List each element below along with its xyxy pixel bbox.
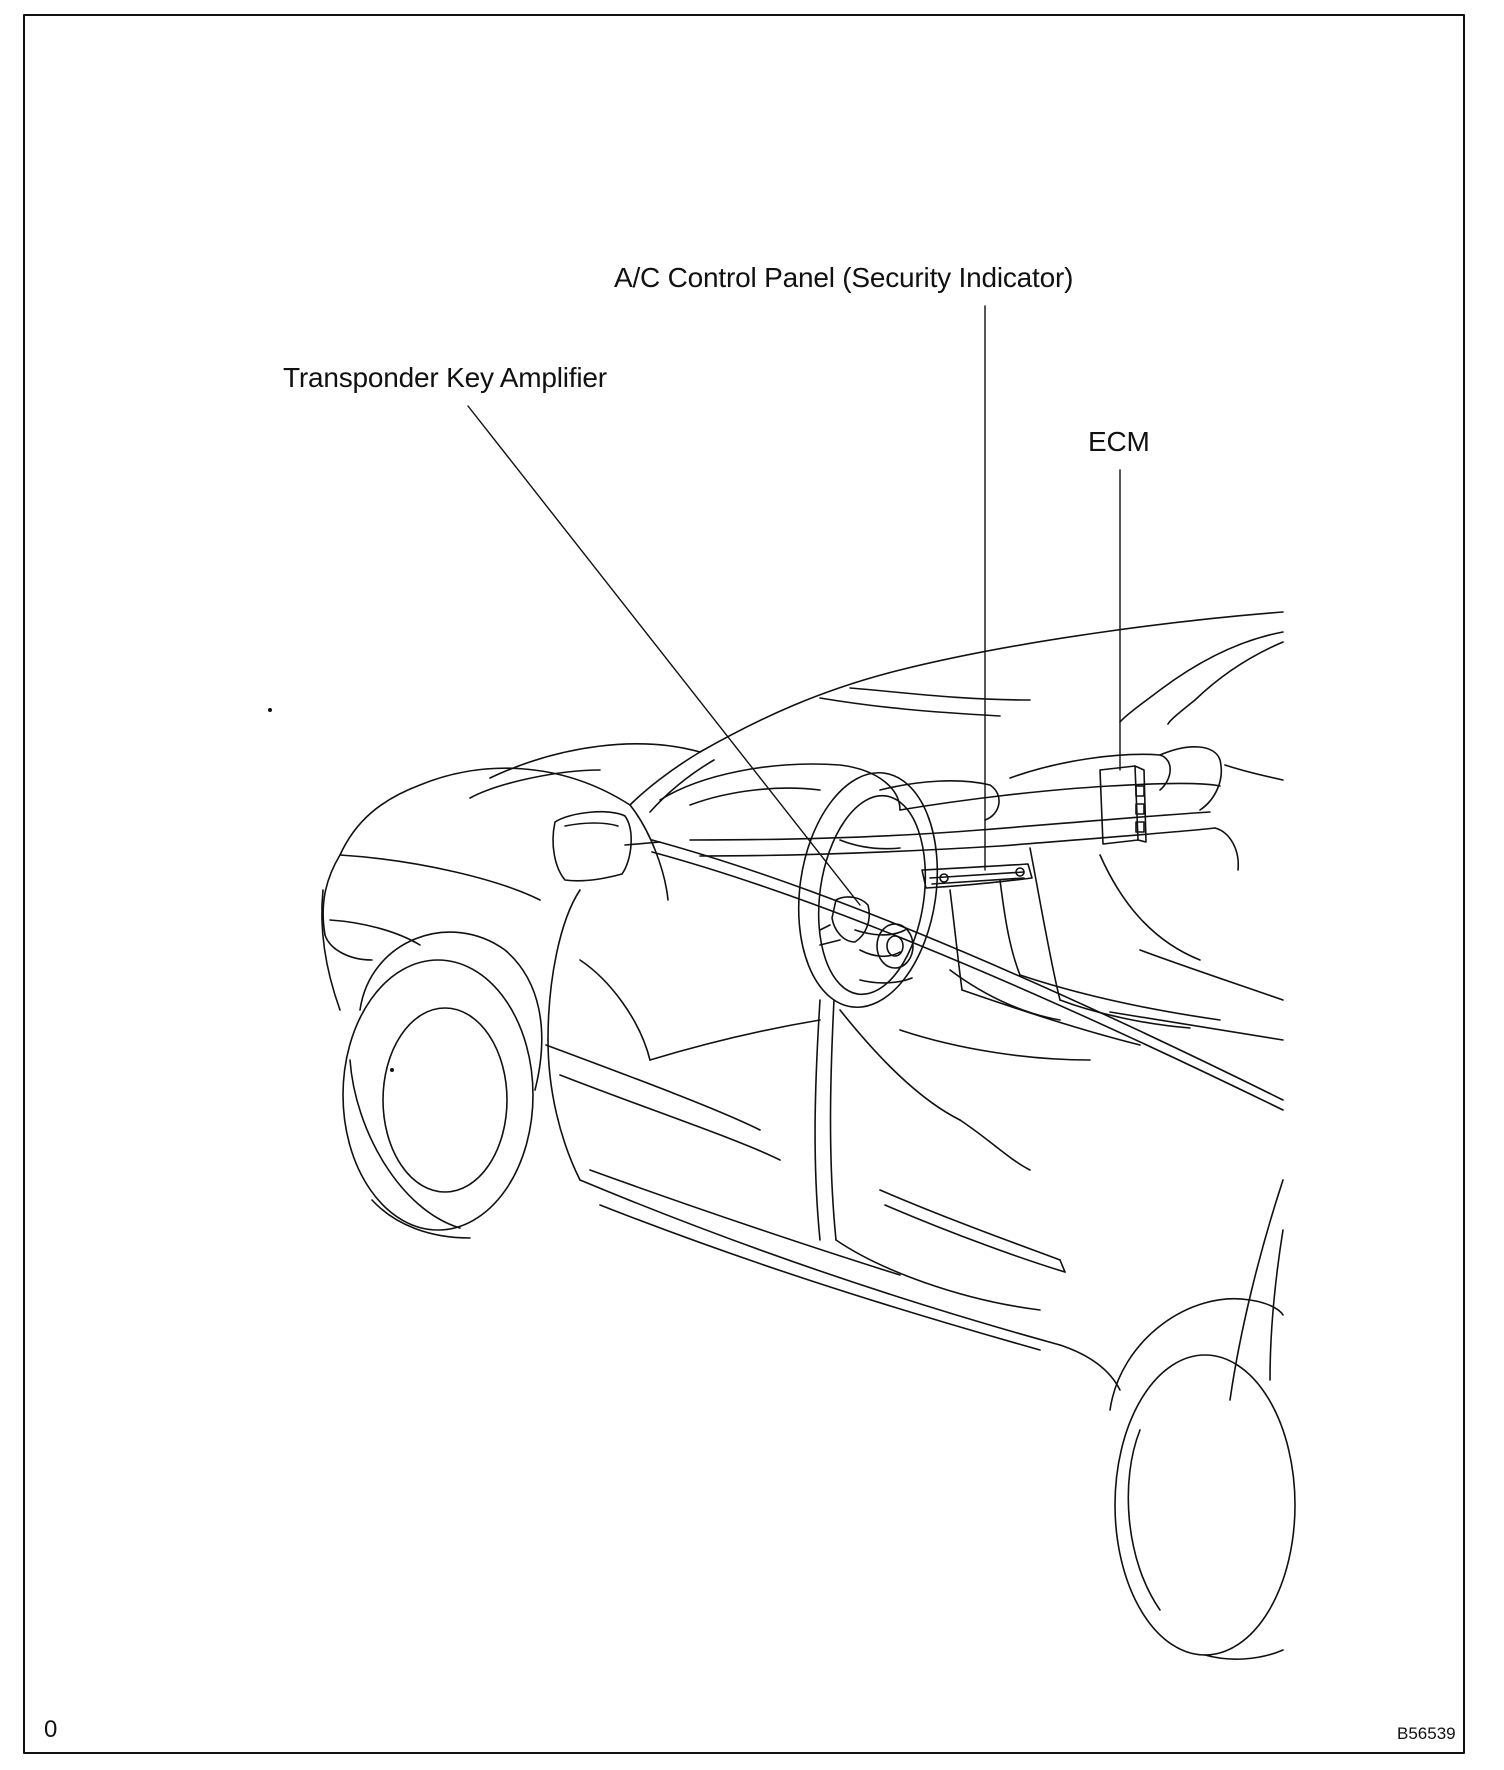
steering-wheel — [797, 771, 939, 1009]
leader-lines — [467, 305, 1121, 906]
transponder-key-amplifier-label: Transponder Key Amplifier — [283, 362, 607, 393]
side-mirror — [552, 810, 632, 882]
leader-transponder — [467, 405, 861, 906]
page-marker: 0 — [44, 1716, 58, 1743]
figure-code: B56539 — [1397, 1724, 1456, 1743]
page-border — [23, 14, 1465, 1754]
front-wheel — [342, 959, 534, 1231]
ecm-part — [1099, 765, 1147, 845]
car-illustration — [267, 611, 1296, 1660]
transponder-key-amplifier-part — [819, 896, 906, 958]
ac-control-panel-label: A/C Control Panel (Security Indicator) — [614, 262, 1074, 293]
rear-wheel — [1114, 1354, 1296, 1656]
ac-control-panel-part — [921, 863, 1033, 889]
ecm-label: ECM — [1088, 426, 1150, 457]
